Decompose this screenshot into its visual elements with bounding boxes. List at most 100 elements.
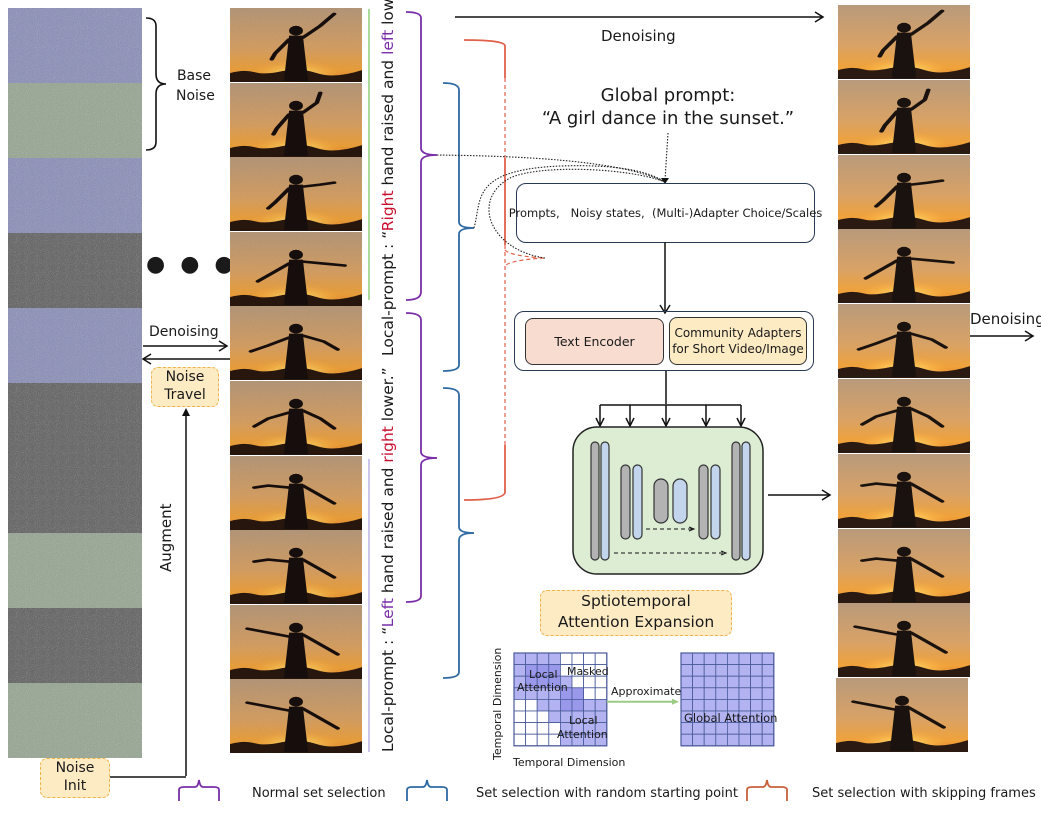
travel-left-arrow-icon	[141, 353, 152, 365]
noisy-frame	[230, 679, 362, 754]
connector-red	[488, 168, 666, 259]
community-adapters-box: Community Adapters for Short Video/Image	[669, 317, 807, 365]
silhouette-arm-right	[908, 257, 955, 265]
silhouette-arm-right	[300, 12, 337, 39]
legend-label: Set selection with skipping frames	[812, 786, 1036, 801]
noisy-frame	[230, 530, 362, 605]
purple-bracket-2	[405, 312, 438, 603]
noisy-frame	[230, 381, 362, 455]
denoised-frame	[836, 678, 968, 753]
silhouette-arm-right	[300, 707, 340, 731]
unet-enc1-gray	[590, 441, 600, 561]
legend-bracket-icon	[406, 779, 448, 801]
silhouette-arm-left	[265, 187, 292, 210]
silhouette-arm-right	[908, 631, 948, 655]
noise-init-line1: Noise	[55, 760, 95, 776]
silhouette-arm-left	[860, 409, 900, 426]
denoised-frame	[838, 603, 970, 678]
silhouette-arm-left	[252, 558, 292, 564]
silhouette-arm-left	[860, 482, 900, 487]
silhouette-arm-left	[245, 627, 292, 638]
blue-bracket-2	[442, 387, 475, 679]
silhouette-head	[289, 100, 303, 111]
global-prompt-title: Global prompt:	[600, 85, 736, 106]
connector-purple	[436, 154, 666, 183]
silhouette-head	[897, 396, 911, 407]
silhouette-arm-left	[851, 700, 898, 712]
local-attention-label-1b: Attention	[517, 681, 568, 694]
unet-input-arrows	[595, 405, 746, 428]
noise-block	[8, 158, 142, 233]
noisy-frame	[230, 231, 362, 306]
local1-line1: Local	[529, 668, 558, 681]
silhouette-head	[897, 471, 911, 482]
silhouette-arm-left	[269, 38, 292, 61]
silhouette-arm-right	[908, 482, 945, 503]
noise-init-line2: Init	[63, 778, 87, 794]
silhouette-arm-right	[300, 260, 347, 267]
silhouette-arm-right	[906, 706, 946, 729]
silhouette-arm-right	[300, 558, 337, 579]
denoised-frame	[838, 528, 970, 603]
silhouette-head	[289, 547, 303, 558]
noise-block	[8, 383, 142, 458]
silhouette-arm-left	[271, 112, 292, 136]
legend-label: Normal set selection	[252, 786, 386, 801]
silhouette-body	[891, 257, 917, 303]
global-attention-label: Global Attention	[684, 711, 778, 725]
silhouette-head	[289, 398, 303, 409]
noise-travel-box: Noise Travel	[151, 367, 219, 407]
local-attention-grid	[513, 652, 608, 747]
silhouette-head	[289, 324, 303, 335]
silhouette-arm-left	[248, 336, 292, 354]
silhouette-arm-left	[877, 35, 900, 58]
base-noise-label-line1: Base	[176, 68, 212, 84]
silhouette-arm-left	[863, 259, 900, 281]
noise-travel-line1: Noise	[165, 369, 205, 385]
unet-dec2-gray	[698, 464, 709, 540]
noise-block	[8, 308, 142, 383]
silhouette-body	[283, 259, 309, 305]
right-denoising-label: Denoising	[970, 310, 1041, 328]
noisy-frame	[230, 604, 362, 679]
silhouette-head	[897, 22, 911, 33]
silhouette-arm-right	[908, 332, 948, 349]
noise-block	[8, 458, 142, 533]
right-arrow-head-icon	[1024, 330, 1035, 342]
silhouette-arm-right	[300, 409, 337, 430]
connector-global	[664, 132, 669, 181]
silhouette-arm-left	[879, 110, 900, 133]
noise-block	[8, 533, 142, 608]
silhouette-body	[891, 107, 917, 153]
silhouette-arm-left	[853, 625, 900, 637]
silhouette-head	[897, 546, 911, 557]
silhouette-arm-right	[908, 88, 931, 111]
silhouette-head	[897, 97, 911, 108]
noise-block	[8, 83, 142, 158]
unet-mid-blue	[672, 478, 688, 524]
silhouette-arm-left	[252, 411, 292, 428]
silhouette-head	[289, 25, 303, 36]
silhouette-head	[289, 473, 303, 484]
denoised-frame	[838, 79, 970, 154]
top-denoising-label: Denoising	[601, 27, 676, 45]
silhouette-head	[897, 621, 911, 632]
unet-enc1-blue	[600, 441, 610, 561]
silhouette-arm-right	[300, 91, 323, 114]
silhouette-arm-right	[300, 483, 337, 505]
connector-blue	[473, 165, 666, 229]
unet-dec2-blue	[710, 464, 721, 540]
noise-travel-line2: Travel	[164, 387, 206, 403]
spatiotemporal-line2: Attention Expansion	[557, 613, 715, 631]
legend-bracket-icon	[178, 779, 220, 801]
augment-arrow-icon	[182, 408, 190, 416]
ellipsis-dots: ● ● ●	[146, 252, 238, 277]
encoder-group	[514, 311, 814, 371]
silhouette-arm-right	[908, 407, 945, 428]
denoise-right-arrow-icon	[218, 340, 229, 352]
